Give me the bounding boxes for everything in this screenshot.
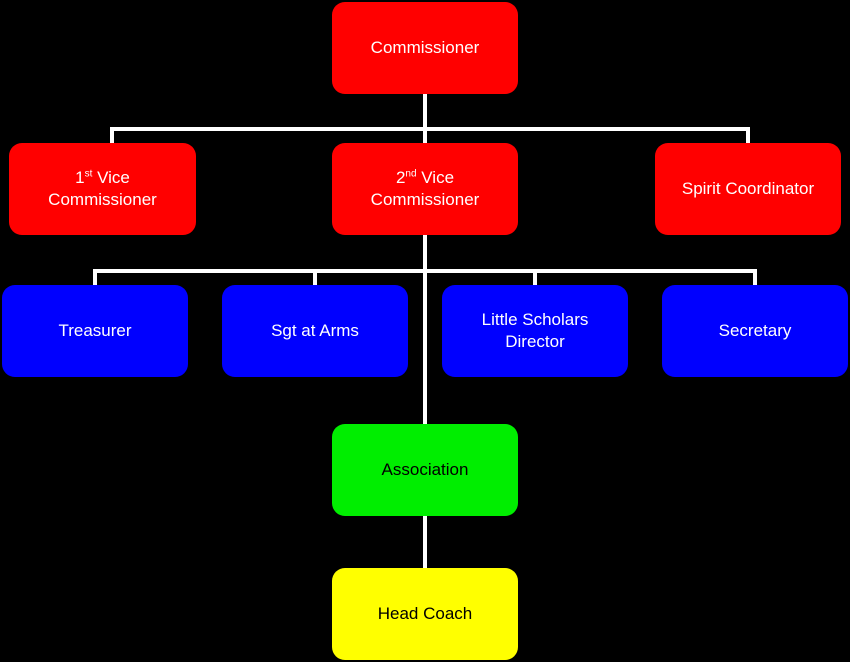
node-first-vice-line2: Commissioner [48, 190, 157, 209]
node-treasurer-label: Treasurer [58, 321, 132, 340]
node-commissioner: Commissioner [332, 2, 518, 94]
node-little-scholars-director: Little Scholars Director [442, 285, 628, 377]
node-head-coach-label: Head Coach [377, 604, 473, 623]
node-spirit-coordinator: Spirit Coordinator [655, 143, 841, 235]
node-first-vice-commissioner: 1st Vice Commissioner [9, 143, 196, 235]
node-second-vice-line2: Commissioner [370, 190, 480, 209]
node-sgt-at-arms: Sgt at Arms [222, 285, 408, 377]
node-secretary: Secretary [662, 285, 848, 377]
node-secretary-label: Secretary [718, 321, 792, 340]
node-second-vice-commissioner: 2nd Vice Commissioner [332, 143, 518, 235]
node-little-scholars-line1: Little Scholars [481, 310, 589, 329]
node-first-vice-line1: 1st Vice [75, 168, 130, 187]
node-association: Association [332, 424, 518, 516]
node-commissioner-label: Commissioner [370, 38, 480, 57]
node-head-coach: Head Coach [332, 568, 518, 660]
node-treasurer: Treasurer [2, 285, 188, 377]
node-second-vice-line1: 2nd Vice [395, 168, 455, 187]
node-association-label: Association [381, 460, 469, 479]
node-sgt-at-arms-label: Sgt at Arms [271, 321, 359, 340]
node-little-scholars-line2: Director [505, 332, 565, 351]
node-spirit-coordinator-label: Spirit Coordinator [681, 179, 815, 198]
